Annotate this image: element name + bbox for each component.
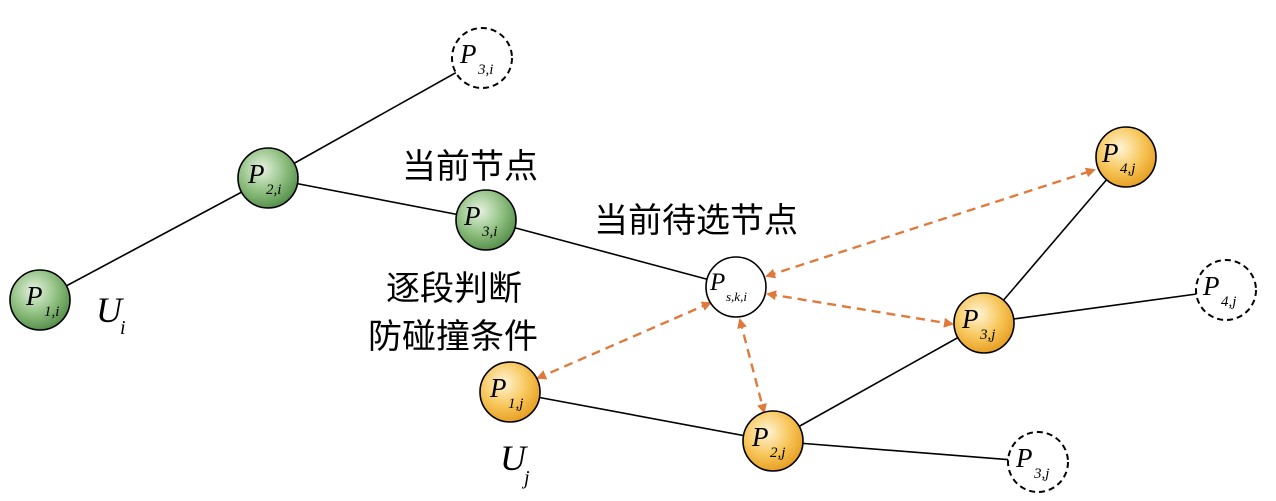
svg-text:P: P	[459, 39, 477, 69]
svg-text:3,i: 3,i	[481, 224, 497, 240]
svg-text:3,i: 3,i	[477, 62, 493, 78]
svg-text:P: P	[1202, 271, 1220, 301]
label-check-line2: 防碰撞条件	[368, 317, 538, 357]
svg-text:i: i	[120, 317, 126, 339]
svg-text:U: U	[500, 438, 528, 478]
edge-p2i-p3i-candidate	[267, 57, 483, 179]
edge-p2j-p3j-candidate	[772, 440, 1039, 463]
svg-text:4,j: 4,j	[1221, 294, 1236, 310]
node-p2j: P 2,j	[742, 410, 804, 472]
svg-text:3,j: 3,j	[979, 327, 995, 343]
arrow-psk-p3j	[766, 290, 954, 328]
collision-arrows	[536, 167, 1096, 414]
node-p1i: P 1,i	[9, 269, 71, 331]
node-p3j-candidate: P 3,j	[1007, 431, 1069, 493]
tree-j-label: U j	[500, 438, 530, 489]
svg-text:P: P	[751, 422, 769, 452]
edge-p3i-psk	[485, 219, 737, 288]
node-p1j: P 1,j	[479, 361, 541, 423]
svg-text:3,j: 3,j	[1033, 466, 1049, 482]
arrow-psk-p4j	[765, 167, 1096, 279]
node-p3i-current: P 3,i	[455, 189, 517, 251]
node-psk-candidate: P s,k,i	[705, 256, 767, 318]
svg-text:P: P	[1101, 138, 1119, 168]
label-current-candidate: 当前待选节点	[594, 201, 798, 241]
svg-text:j: j	[521, 467, 530, 489]
svg-text:2,i: 2,i	[266, 182, 281, 198]
svg-text:s,k,i: s,k,i	[726, 289, 747, 304]
svg-text:2,j: 2,j	[770, 445, 785, 461]
edge-p2j-p3j	[772, 322, 985, 442]
svg-text:U: U	[96, 290, 124, 330]
svg-text:P: P	[463, 201, 481, 231]
tree-i-edges	[39, 57, 737, 301]
edge-p2i-p3i	[267, 177, 487, 221]
svg-text:1,j: 1,j	[508, 396, 523, 412]
arrow-psk-p2j	[737, 318, 767, 414]
label-check-line1: 逐段判断	[386, 269, 522, 309]
edge-p3j-p4j-candidate	[983, 289, 1227, 324]
arrow-psk-p1j	[536, 301, 712, 380]
svg-text:P: P	[489, 373, 507, 403]
node-p2i: P 2,i	[237, 147, 299, 209]
svg-text:P: P	[247, 159, 265, 189]
edge-p1j-p2j	[509, 391, 774, 442]
svg-text:P: P	[25, 281, 43, 311]
node-p3i-candidate: P 3,i	[451, 27, 513, 89]
node-p4j: P 4,j	[1095, 126, 1157, 188]
svg-text:4,j: 4,j	[1120, 161, 1135, 177]
svg-text:P: P	[961, 304, 979, 334]
node-p3j: P 3,j	[953, 292, 1015, 354]
tree-i-label: U i	[96, 290, 126, 339]
svg-text:1,i: 1,i	[44, 304, 59, 320]
label-current-node: 当前节点	[402, 147, 538, 187]
edge-p1i-p2i	[39, 177, 269, 301]
svg-text:P: P	[709, 269, 725, 296]
node-p4j-candidate: P 4,j	[1195, 259, 1257, 321]
svg-text:P: P	[1015, 443, 1033, 473]
